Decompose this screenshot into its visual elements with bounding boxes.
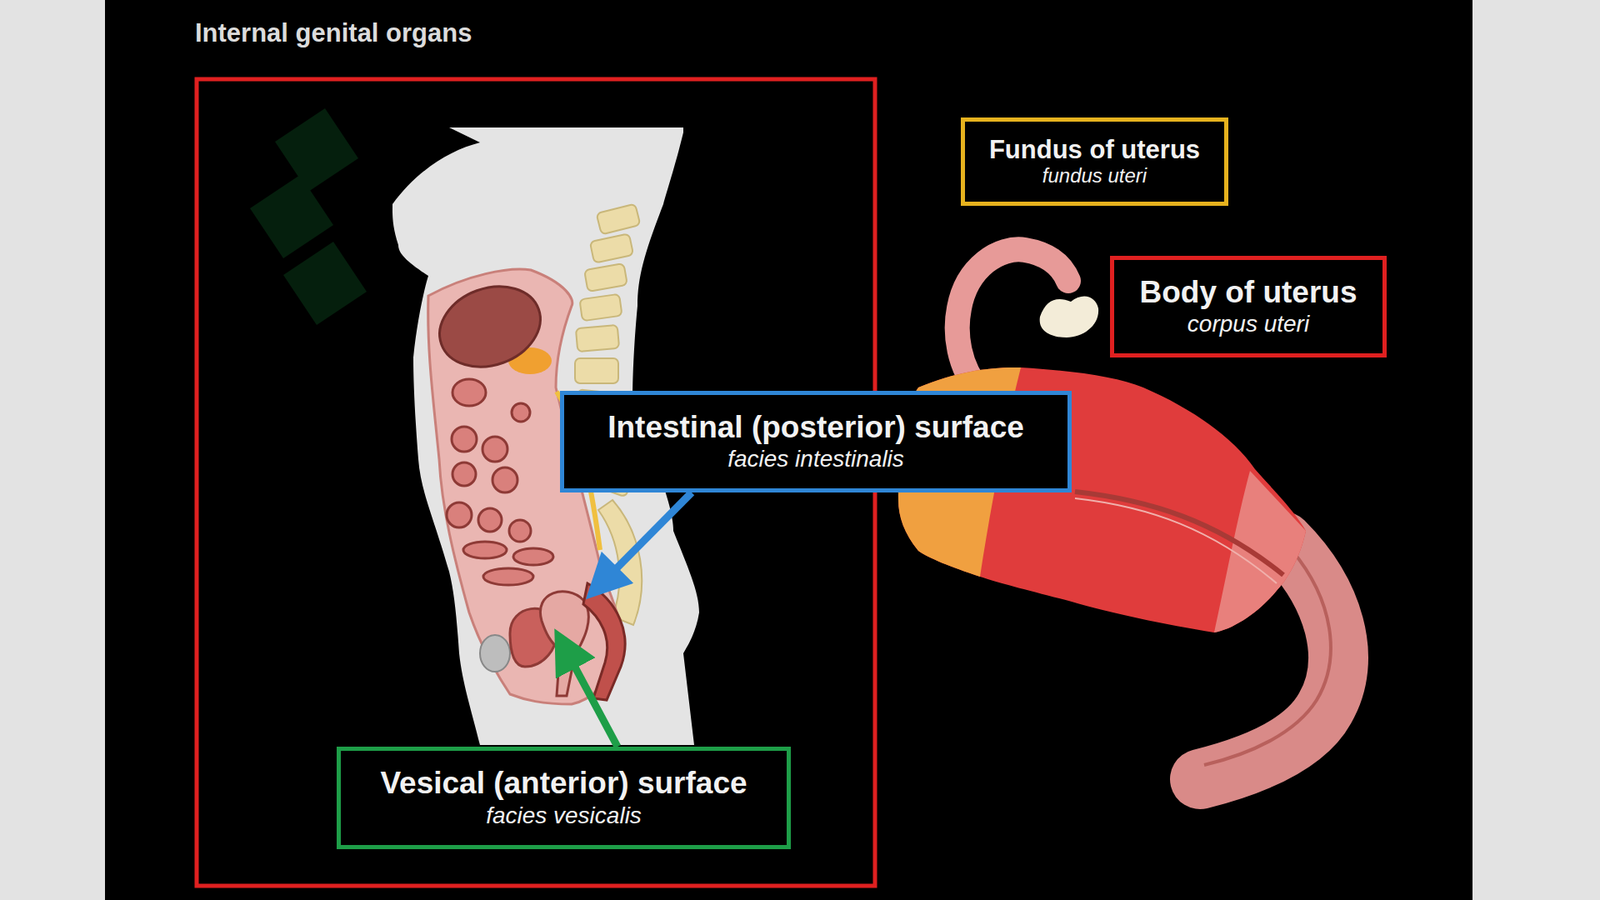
label-heading: Vesical (anterior) surface xyxy=(380,765,747,802)
latin-term: facies intestinalis xyxy=(727,445,905,474)
rectum xyxy=(583,583,625,700)
label-box: Vesical (anterior) surfacefacies vesical… xyxy=(336,746,791,850)
pubic-bone xyxy=(480,635,510,672)
label-box: Fundus of uterusfundus uteri xyxy=(960,117,1229,206)
liver xyxy=(428,273,552,381)
slide-title: Internal genital organs xyxy=(195,18,472,49)
latin-term: corpus uteri xyxy=(1187,310,1310,339)
label-heading: Fundus of uterus xyxy=(989,135,1200,165)
latin-term: facies vesicalis xyxy=(485,801,642,830)
watermark-logo xyxy=(250,108,367,325)
label-heading: Intestinal (posterior) surface xyxy=(607,410,1025,446)
label-box: Intestinal (posterior) surfacefacies int… xyxy=(560,390,1072,493)
latin-term: fundus uteri xyxy=(1042,164,1147,189)
leader-arrow xyxy=(565,648,618,747)
label-box: Body of uteruscorpus uteri xyxy=(1110,255,1387,358)
intestine-loops xyxy=(446,379,554,585)
leader-arrow xyxy=(601,492,692,584)
label-heading: Body of uterus xyxy=(1139,275,1357,311)
